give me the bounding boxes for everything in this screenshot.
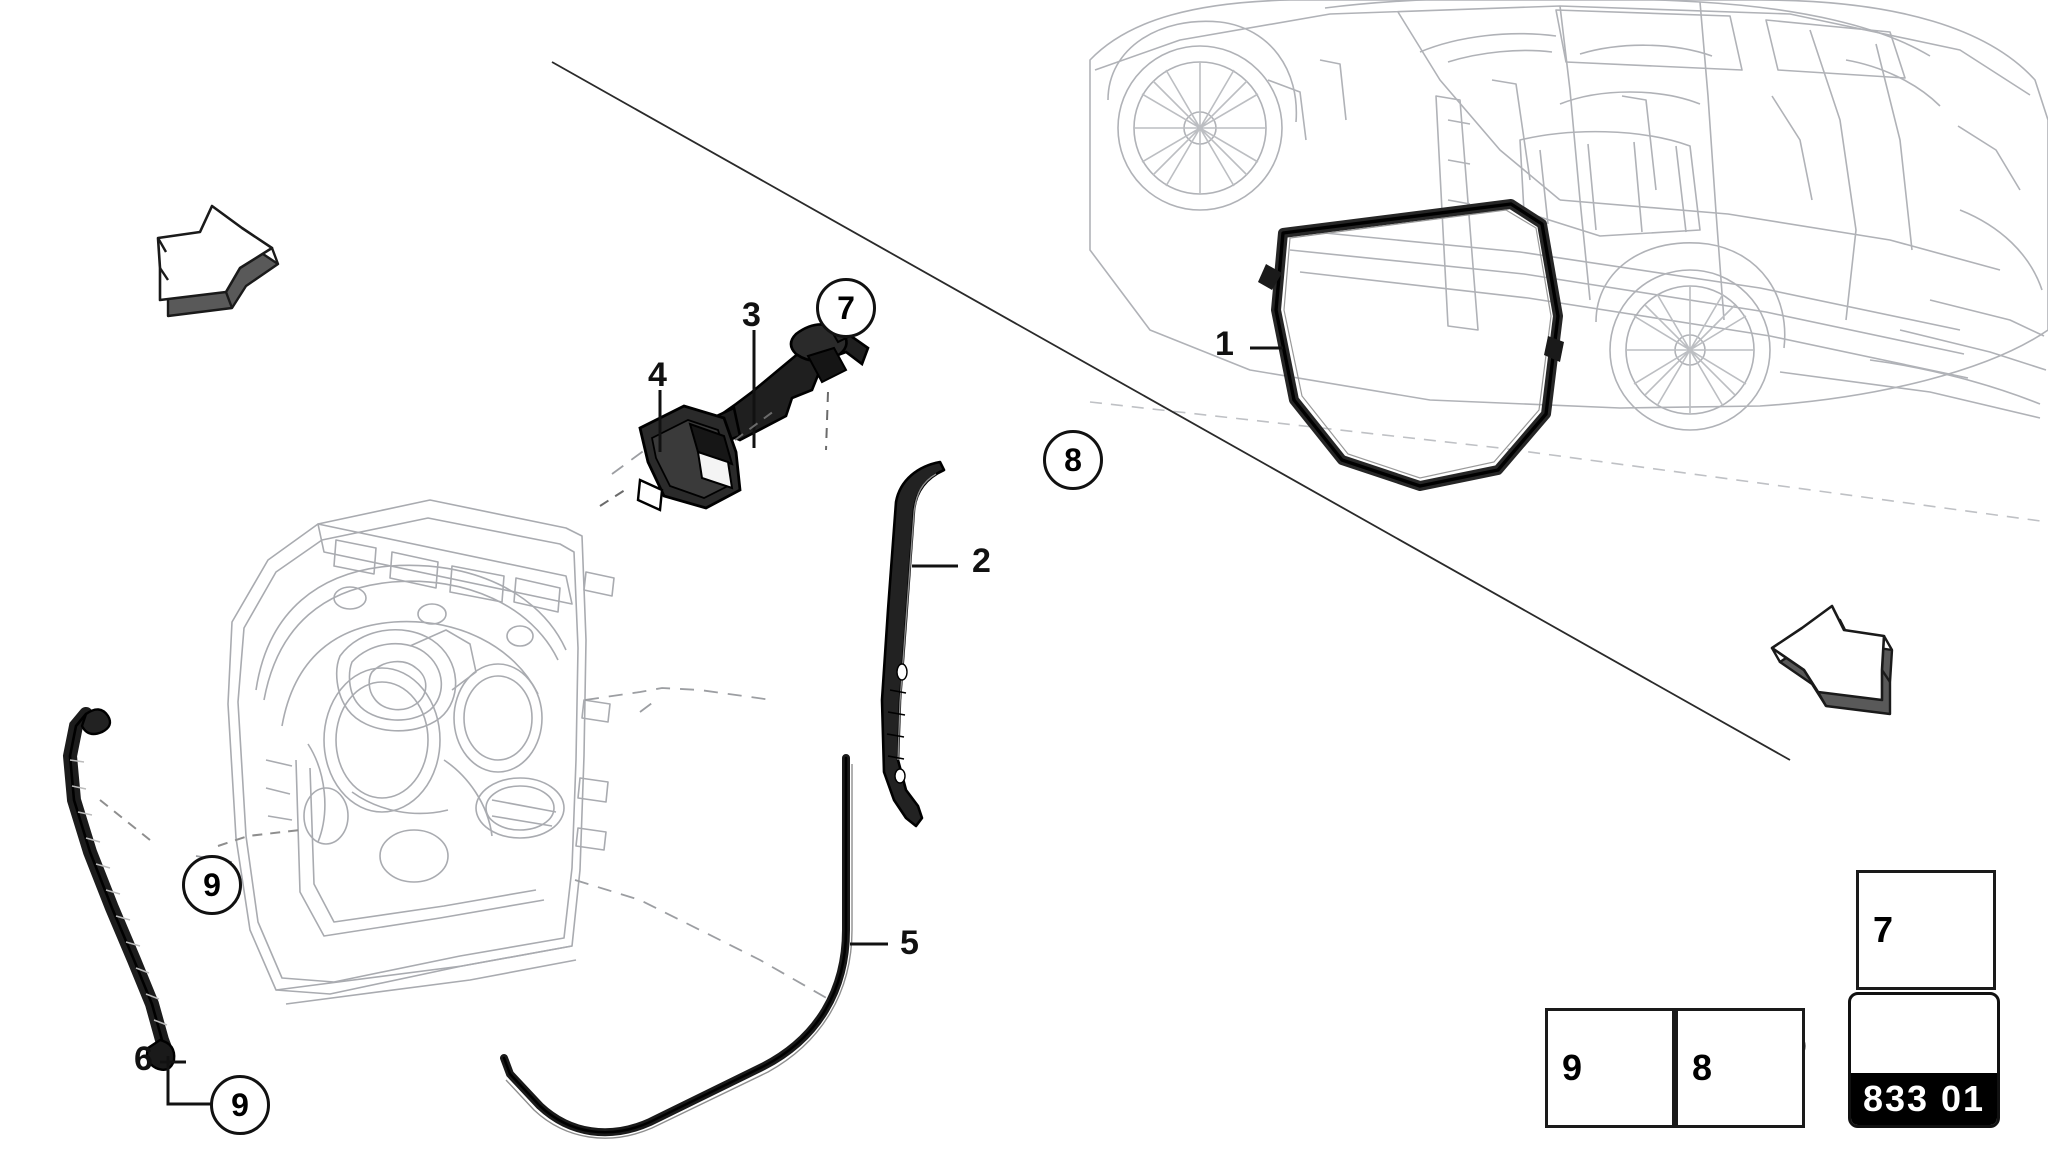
part-1-door-opening-seal <box>1258 199 1564 491</box>
clip-callout-dashes <box>99 799 301 847</box>
door-shell-ghost <box>227 499 615 1005</box>
part-2-window-frame-seal <box>880 460 946 828</box>
callout-number-5: 5 <box>900 924 919 962</box>
section-split-line <box>551 61 1791 761</box>
legend-box-clip: 9 <box>1545 1008 1675 1128</box>
callout-number-4: 4 <box>648 356 667 394</box>
bubble-callout-9-lower: 9 <box>210 1075 270 1135</box>
callout-number-2: 2 <box>972 542 991 580</box>
callout-number-1: 1 <box>1215 325 1234 363</box>
bubble-callout-8: 8 <box>1043 430 1103 490</box>
bubble-callout-7: 7 <box>816 278 876 338</box>
view-direction-arrow-upper-left <box>156 204 280 318</box>
ground-reference-line <box>1089 401 2048 523</box>
callout-number-6: 6 <box>134 1040 153 1078</box>
legend-number-7: 7 <box>1873 909 1894 950</box>
bubble-callout-9-upper: 9 <box>182 855 242 915</box>
legend-box-rivet: 8 <box>1675 1008 1805 1128</box>
legend-box-screw: 7 <box>1856 870 1996 990</box>
part-5-door-lower-seal <box>500 754 853 1139</box>
legend-number-9: 9 <box>1562 1047 1583 1088</box>
callout-number-3: 3 <box>742 296 761 334</box>
diagram-number: 833 01 <box>1851 1073 1997 1125</box>
diagram-number-box: 833 01 <box>1848 992 2000 1128</box>
assembly-dashed-lines <box>195 423 831 1001</box>
part-6-harness-conduit <box>62 707 176 1071</box>
vehicle-ghost-illustration <box>1089 0 2048 431</box>
view-direction-arrow-lower-right <box>1770 604 1894 716</box>
part-4-check-strap-cover <box>636 404 742 512</box>
legend-number-8: 8 <box>1692 1047 1713 1088</box>
